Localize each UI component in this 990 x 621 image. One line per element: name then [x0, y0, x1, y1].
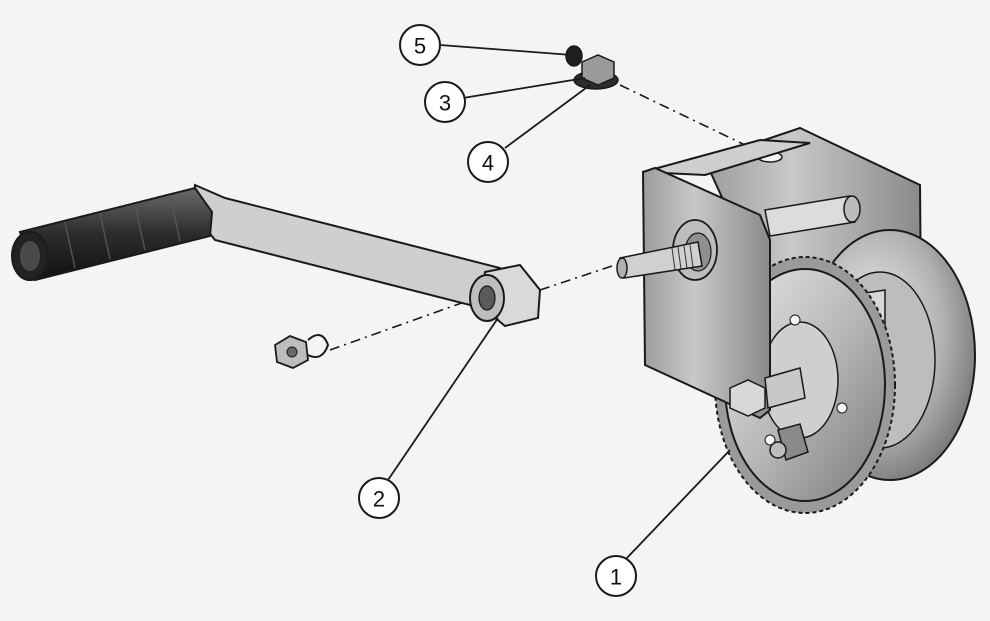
callout-2-label: 2 — [373, 487, 385, 512]
leader-5 — [439, 44, 573, 56]
leader-lines — [387, 44, 731, 561]
bolt-5 — [565, 45, 583, 67]
hex-bolt-head-3 — [581, 54, 615, 86]
top-bridge — [642, 138, 811, 177]
leader-3 — [462, 77, 586, 99]
cross-rod-end — [843, 195, 861, 223]
callout-4-label: 4 — [482, 151, 494, 176]
winch-body — [616, 126, 976, 514]
grip-ridges — [64, 194, 181, 269]
gear-hole-2 — [836, 402, 848, 414]
callout-1-label: 1 — [610, 565, 622, 590]
gear-hole-1 — [789, 314, 801, 326]
callout-3-label: 3 — [439, 91, 451, 116]
callout-3: 3 — [424, 81, 466, 123]
callout-1: 1 — [595, 555, 637, 597]
callout-5: 5 — [399, 24, 441, 66]
leader-1 — [624, 449, 731, 561]
crank-bore — [478, 285, 496, 311]
leader-4 — [504, 84, 591, 149]
assembly-line-nut — [329, 299, 471, 351]
callout-2: 2 — [358, 477, 400, 519]
gear-hole-3 — [764, 434, 776, 446]
crank-arm — [194, 183, 507, 307]
spring-washer — [307, 334, 330, 358]
front-plate — [641, 166, 771, 420]
hex-nut-hole — [286, 346, 298, 358]
lower-shaft — [764, 367, 806, 409]
crank-grip — [18, 186, 214, 282]
assembly-line-bolt — [619, 84, 746, 146]
top-bolt-stack — [565, 45, 619, 90]
drive-shaft-tip — [616, 257, 628, 279]
grip-end-hole — [20, 241, 40, 271]
assembly-line-handle — [539, 264, 616, 291]
shaft-thread — [671, 244, 694, 271]
cross-rod — [764, 195, 856, 237]
leader-2 — [387, 317, 499, 481]
lower-hex-bolt — [729, 379, 766, 417]
callout-5-label: 5 — [414, 34, 426, 59]
lock-nut-assembly — [274, 334, 330, 369]
pawl-pivot — [769, 441, 787, 459]
assembly-lines — [329, 84, 746, 351]
callout-4: 4 — [467, 141, 509, 183]
crank-handle — [11, 183, 542, 328]
